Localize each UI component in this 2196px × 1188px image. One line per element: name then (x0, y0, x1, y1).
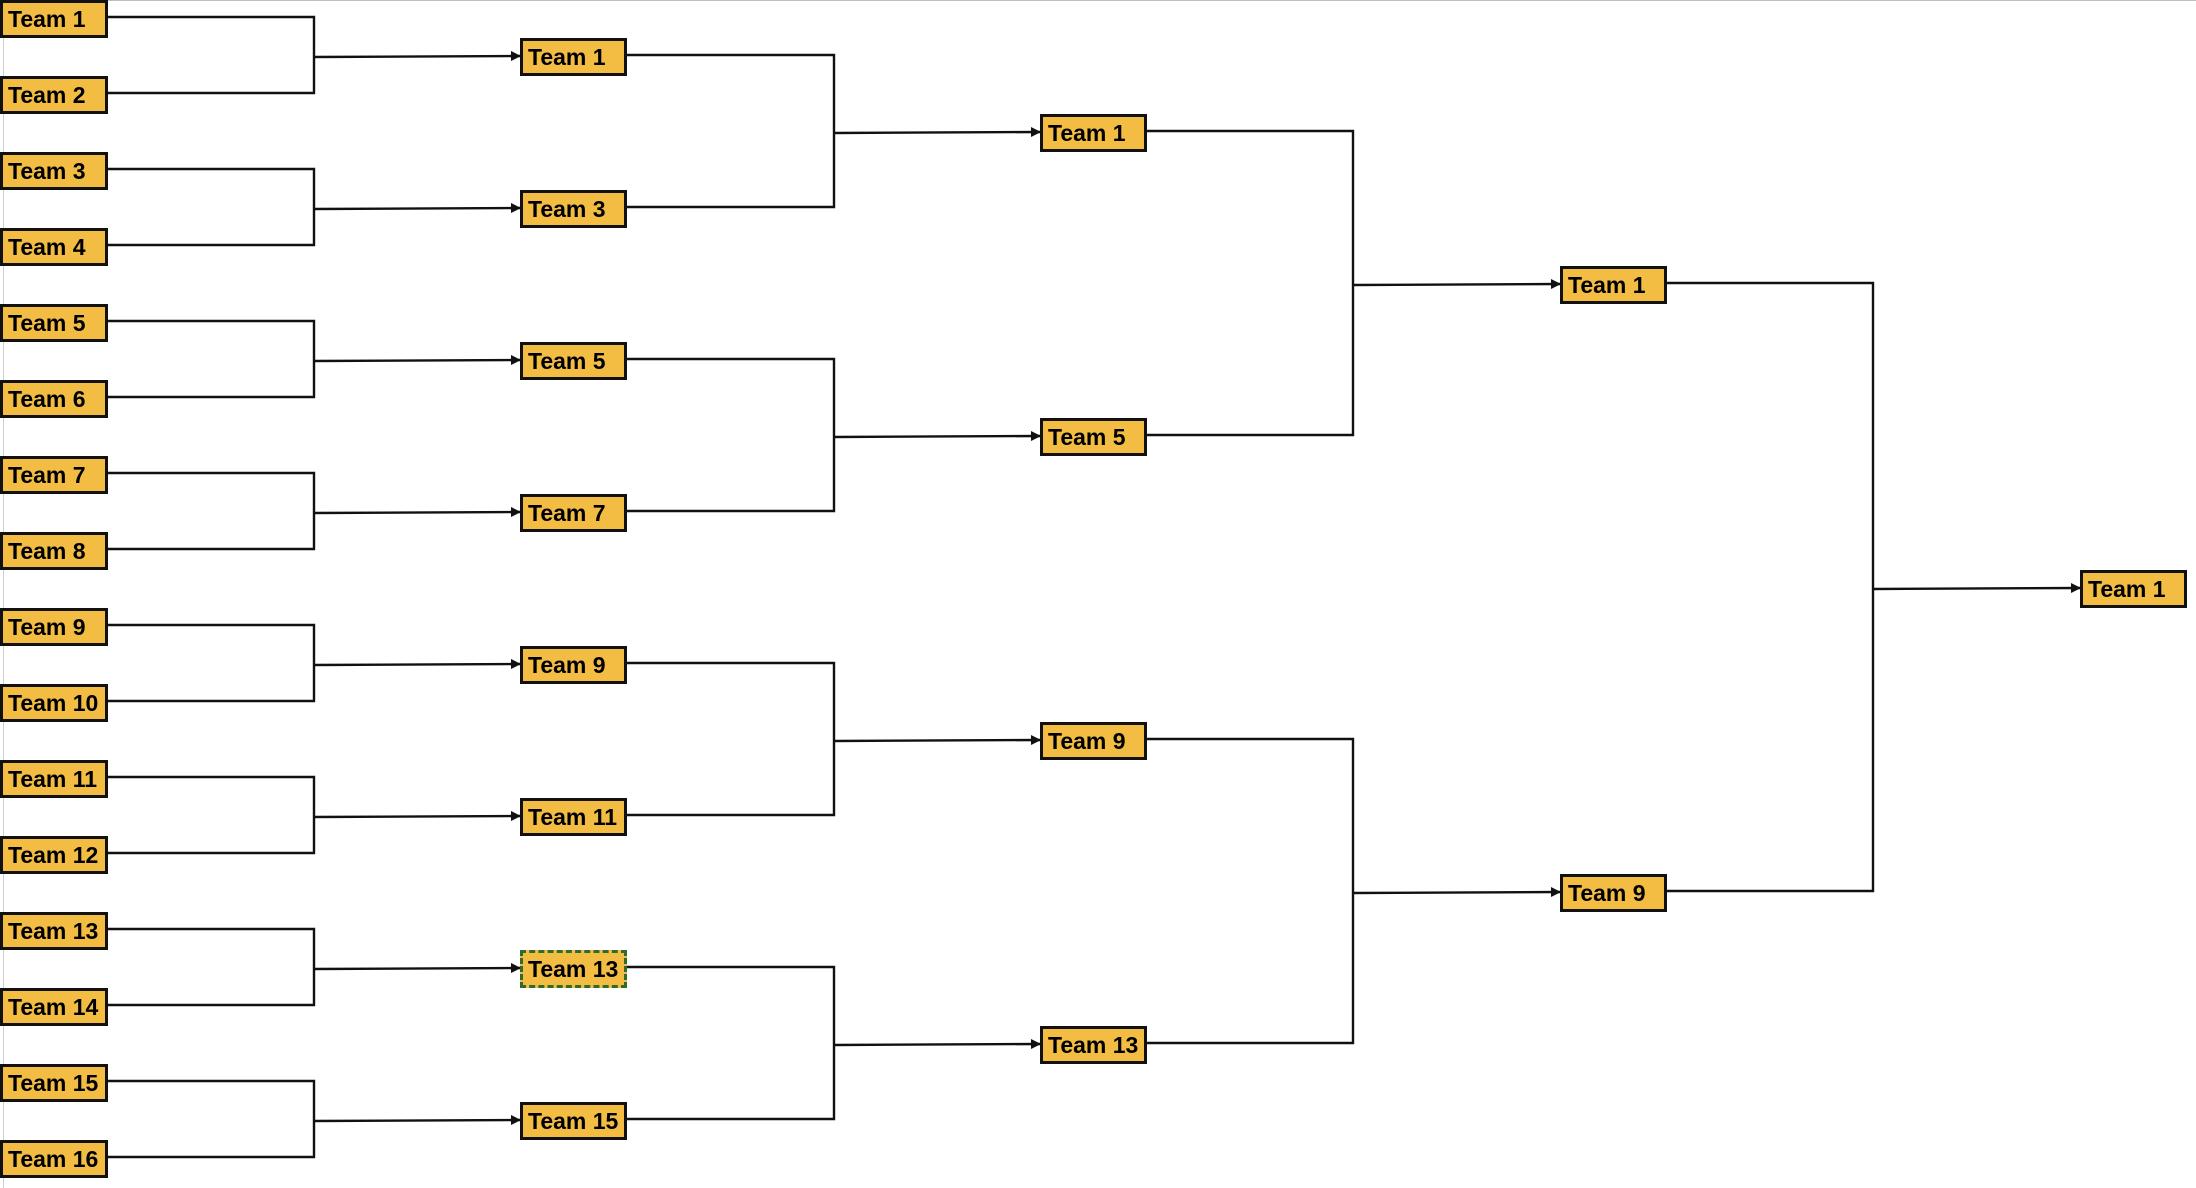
match-bracket-line-round1-4 (108, 471, 316, 551)
team-box-round1-13[interactable]: Team 13 (0, 912, 108, 950)
team-box-round5-1[interactable]: Team 1 (2080, 570, 2187, 608)
team-box-round2-1[interactable]: Team 1 (520, 38, 627, 76)
team-box-round2-5[interactable]: Team 9 (520, 646, 627, 684)
team-box-round3-1[interactable]: Team 1 (1040, 114, 1147, 152)
team-box-round1-9[interactable]: Team 9 (0, 608, 108, 646)
advance-arrow-round1-8 (313, 1115, 521, 1126)
team-box-round1-3[interactable]: Team 3 (0, 152, 108, 190)
team-box-round2-3[interactable]: Team 5 (520, 342, 627, 380)
team-box-round1-11[interactable]: Team 11 (0, 760, 108, 798)
match-bracket-line-round3-2 (1147, 737, 1355, 1045)
team-box-round3-2[interactable]: Team 5 (1040, 418, 1147, 456)
match-bracket-line-round2-2 (627, 357, 836, 513)
team-box-round1-8[interactable]: Team 8 (0, 532, 108, 570)
team-box-round1-12[interactable]: Team 12 (0, 836, 108, 874)
advance-arrow-round4-1 (1872, 583, 2081, 594)
team-box-round2-8[interactable]: Team 15 (520, 1102, 627, 1140)
team-box-round1-14[interactable]: Team 14 (0, 988, 108, 1026)
match-bracket-line-round1-5 (108, 623, 316, 703)
advance-arrow-round2-3 (833, 735, 1041, 746)
team-box-round1-16[interactable]: Team 16 (0, 1140, 108, 1178)
match-bracket-line-round1-2 (108, 167, 316, 247)
advance-arrow-round1-2 (313, 203, 521, 214)
team-box-round3-3[interactable]: Team 9 (1040, 722, 1147, 760)
advance-arrow-round1-7 (313, 963, 521, 974)
team-box-round1-2[interactable]: Team 2 (0, 76, 108, 114)
advance-arrow-round3-2 (1352, 887, 1561, 898)
team-box-round1-10[interactable]: Team 10 (0, 684, 108, 722)
advance-arrow-round1-4 (313, 507, 521, 518)
match-bracket-line-round1-1 (108, 15, 316, 95)
match-bracket-line-round2-4 (627, 965, 836, 1121)
team-box-round2-7[interactable]: Team 13 (520, 950, 627, 988)
match-bracket-line-round4-1 (1667, 281, 1875, 893)
match-bracket-line-round1-8 (108, 1079, 316, 1159)
team-box-round1-7[interactable]: Team 7 (0, 456, 108, 494)
bracket-connectors (108, 15, 2081, 1159)
advance-arrow-round2-2 (833, 431, 1041, 442)
team-box-round4-2[interactable]: Team 9 (1560, 874, 1667, 912)
advance-arrow-round1-3 (313, 355, 521, 366)
team-box-round3-4[interactable]: Team 13 (1040, 1026, 1147, 1064)
match-bracket-line-round1-6 (108, 775, 316, 855)
team-box-round2-6[interactable]: Team 11 (520, 798, 627, 836)
advance-arrow-round1-1 (313, 51, 521, 62)
team-box-round2-4[interactable]: Team 7 (520, 494, 627, 532)
team-box-round1-6[interactable]: Team 6 (0, 380, 108, 418)
match-bracket-line-round1-7 (108, 927, 316, 1007)
advance-arrow-round3-1 (1352, 279, 1561, 290)
team-box-round1-15[interactable]: Team 15 (0, 1064, 108, 1102)
match-bracket-line-round2-1 (627, 53, 836, 209)
advance-arrow-round2-4 (833, 1039, 1041, 1050)
advance-arrow-round2-1 (833, 127, 1041, 138)
sheet-left-border (3, 0, 4, 1188)
match-bracket-line-round1-3 (108, 319, 316, 399)
team-box-round2-2[interactable]: Team 3 (520, 190, 627, 228)
match-bracket-line-round2-3 (627, 661, 836, 817)
team-box-round4-1[interactable]: Team 1 (1560, 266, 1667, 304)
team-box-round1-4[interactable]: Team 4 (0, 228, 108, 266)
match-bracket-line-round3-1 (1147, 129, 1355, 437)
sheet-top-border (0, 0, 2196, 1)
advance-arrow-round1-5 (313, 659, 521, 670)
team-box-round1-5[interactable]: Team 5 (0, 304, 108, 342)
advance-arrow-round1-6 (313, 811, 521, 822)
team-box-round1-1[interactable]: Team 1 (0, 0, 108, 38)
